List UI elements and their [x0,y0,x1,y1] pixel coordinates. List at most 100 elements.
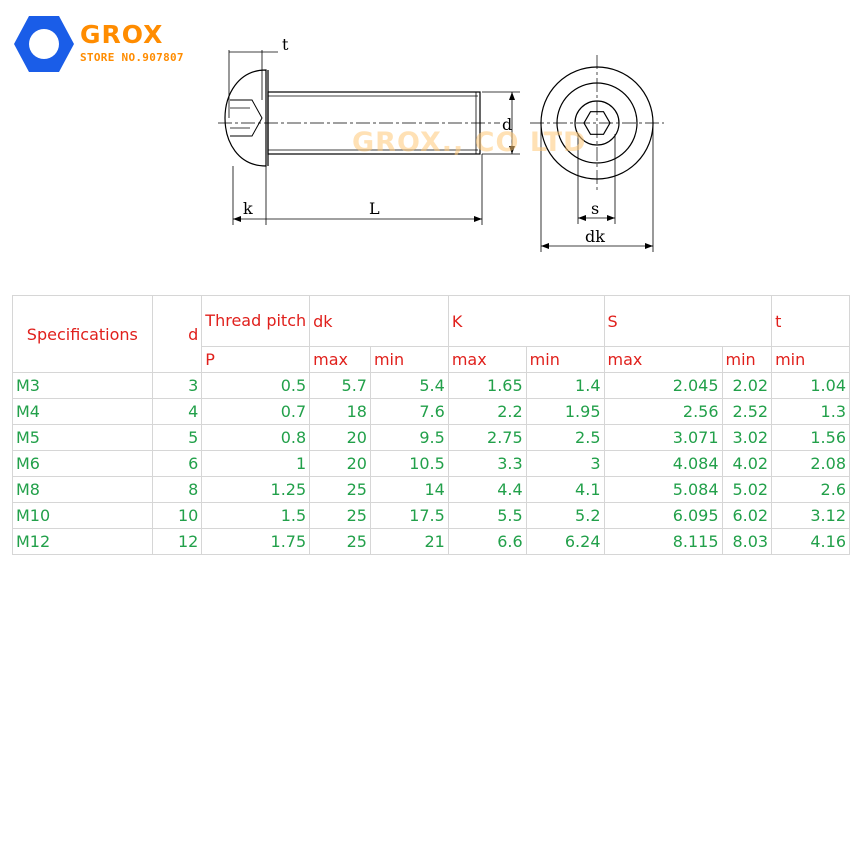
cell-s-min: 2.52 [721,398,773,425]
cell-k-max: 2.2 [447,398,527,425]
cell-k-max: 6.6 [447,528,527,555]
cell-spec: M5 [12,424,153,451]
label-L: L [369,199,380,218]
cell-d: 6 [151,450,203,477]
cell-dk-max: 18 [309,398,371,425]
header-dk: dk [309,295,449,347]
cell-t-min: 1.04 [771,372,850,399]
header-t: t [771,295,850,347]
cell-spec: M3 [12,372,153,399]
cell-k-min: 1.4 [525,372,605,399]
label-d: d [502,115,512,134]
cell-spec: M4 [12,398,153,425]
cell-dk-min: 7.6 [369,398,449,425]
header-d: d [151,295,203,373]
subheader-p: P [201,346,311,373]
store-number: STORE NO.907807 [80,51,184,64]
cell-spec: M6 [12,450,153,477]
cell-t-min: 1.3 [771,398,850,425]
cell-s-min: 6.02 [721,502,773,529]
cell-dk-min: 14 [369,476,449,503]
cell-spec: M10 [12,502,153,529]
cell-s-min: 2.02 [721,372,773,399]
screw-head-outline [224,69,267,167]
cell-t-min: 4.16 [771,528,850,555]
cell-k-max: 2.75 [447,424,527,451]
cell-p: 0.7 [201,398,311,425]
cell-k-max: 3.3 [447,450,527,477]
cell-dk-max: 25 [309,502,371,529]
header-specifications: Specifications [12,295,153,373]
cell-s-max: 8.115 [603,528,723,555]
cell-k-min: 5.2 [525,502,605,529]
cell-k-min: 4.1 [525,476,605,503]
header-thread-pitch: Thread pitch [201,295,311,347]
cell-spec: M12 [12,528,153,555]
cell-t-min: 2.6 [771,476,850,503]
cell-dk-min: 17.5 [369,502,449,529]
subheader-dk-max: max [309,346,371,373]
cell-dk-max: 25 [309,528,371,555]
cell-dk-min: 5.4 [369,372,449,399]
cell-d: 12 [151,528,203,555]
label-s: s [591,199,599,218]
cell-s-max: 3.071 [603,424,723,451]
cell-k-max: 5.5 [447,502,527,529]
cell-d: 8 [151,476,203,503]
subheader-s-max: max [603,346,723,373]
cell-t-min: 1.56 [771,424,850,451]
header-s: S [603,295,773,347]
cell-t-min: 2.08 [771,450,850,477]
cell-dk-min: 9.5 [369,424,449,451]
cell-s-min: 8.03 [721,528,773,555]
grox-logo-icon [14,16,74,72]
screw-technical-drawing: t d k L s dk [218,35,664,252]
cell-p: 1.25 [201,476,311,503]
cell-spec: M8 [12,476,153,503]
cell-d: 3 [151,372,203,399]
cell-k-min: 6.24 [525,528,605,555]
cell-s-min: 5.02 [721,476,773,503]
label-k: k [243,199,253,218]
subheader-k-max: max [447,346,527,373]
cell-s-min: 3.02 [721,424,773,451]
cell-d: 10 [151,502,203,529]
table-subheader-row: P max min max min max min min [13,346,850,373]
watermark: GROX., CO LTD [352,127,587,158]
cell-k-max: 4.4 [447,476,527,503]
brand-name: GROX [80,20,164,49]
cell-dk-min: 10.5 [369,450,449,477]
table-body: Specifications d Thread pitch dk K S t P… [12,295,850,555]
header-k: K [447,295,605,347]
cell-p: 0.5 [201,372,311,399]
cell-dk-min: 21 [369,528,449,555]
specifications-table: Specifications d Thread pitch dk K S t P… [12,295,850,555]
cell-k-min: 2.5 [525,424,605,451]
cell-d: 5 [151,424,203,451]
cell-p: 0.8 [201,424,311,451]
cell-k-min: 3 [525,450,605,477]
cell-t-min: 3.12 [771,502,850,529]
label-dk: dk [585,227,605,246]
cell-s-min: 4.02 [721,450,773,477]
cell-dk-max: 20 [309,450,371,477]
cell-k-max: 1.65 [447,372,527,399]
cell-dk-max: 20 [309,424,371,451]
label-t: t [282,35,289,54]
cell-d: 4 [151,398,203,425]
cell-p: 1.75 [201,528,311,555]
subheader-t-min: min [771,346,850,373]
table-header-row: Specifications d Thread pitch dk K S t [12,295,850,373]
cell-k-min: 1.95 [525,398,605,425]
cell-s-max: 6.095 [603,502,723,529]
cell-dk-max: 25 [309,476,371,503]
cell-s-max: 2.045 [603,372,723,399]
cell-p: 1.5 [201,502,311,529]
